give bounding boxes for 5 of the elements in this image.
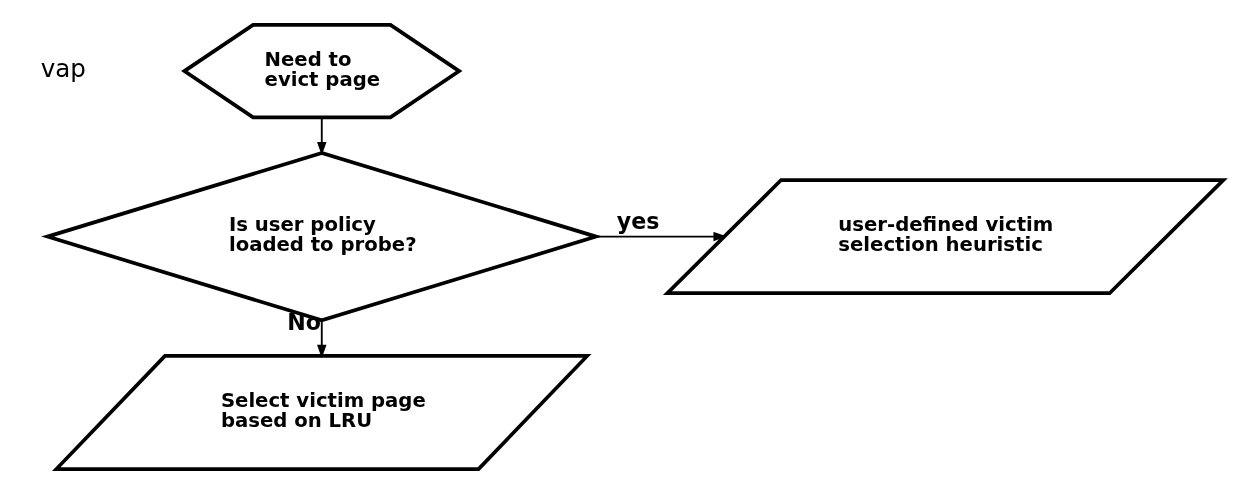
arrow [317,116,327,156]
edge-label: yes [616,207,660,234]
arrow [595,231,727,242]
arrow [317,319,327,359]
label: vap [40,54,86,84]
